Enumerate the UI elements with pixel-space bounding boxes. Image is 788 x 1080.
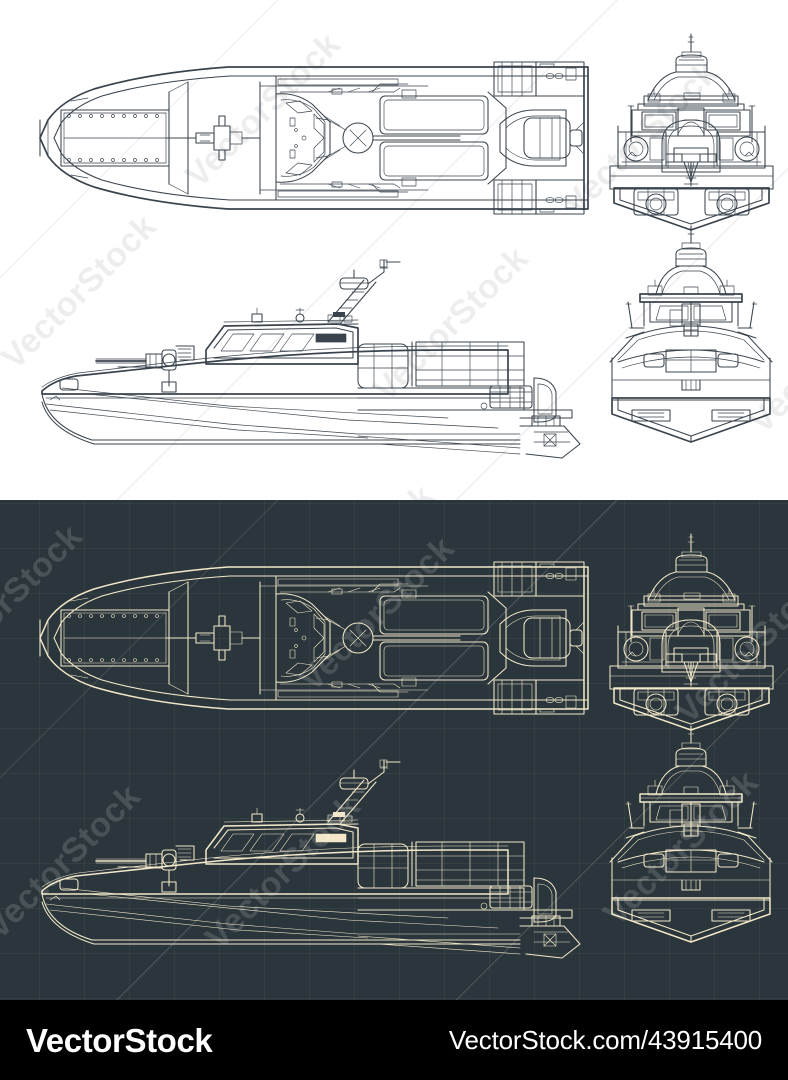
vectorstock-logo: VectorStock [26, 1021, 213, 1059]
bow-view-light [604, 225, 779, 448]
side-view-blueprint [28, 758, 588, 959]
light-blueprint-panel: VectorStock VectorStock VectorStock Vect… [0, 0, 788, 500]
stern-view-light [604, 33, 779, 238]
vectorstock-url: VectorStock.com/43915400 [448, 1025, 762, 1055]
watermark-text: VectorStock [484, 500, 654, 514]
top-view-light [28, 48, 589, 228]
bow-view-blueprint [604, 725, 779, 948]
top-view-blueprint [28, 548, 589, 728]
stern-view-blueprint [604, 533, 779, 738]
watermark-text: VectorStock [272, 477, 442, 500]
dark-blueprint-panel: VectorStock VectorStock VectorStock Vect… [0, 500, 788, 1000]
footer-bar: VectorStock VectorStock.com/43915400 [0, 1000, 788, 1080]
side-view-light [28, 258, 588, 459]
